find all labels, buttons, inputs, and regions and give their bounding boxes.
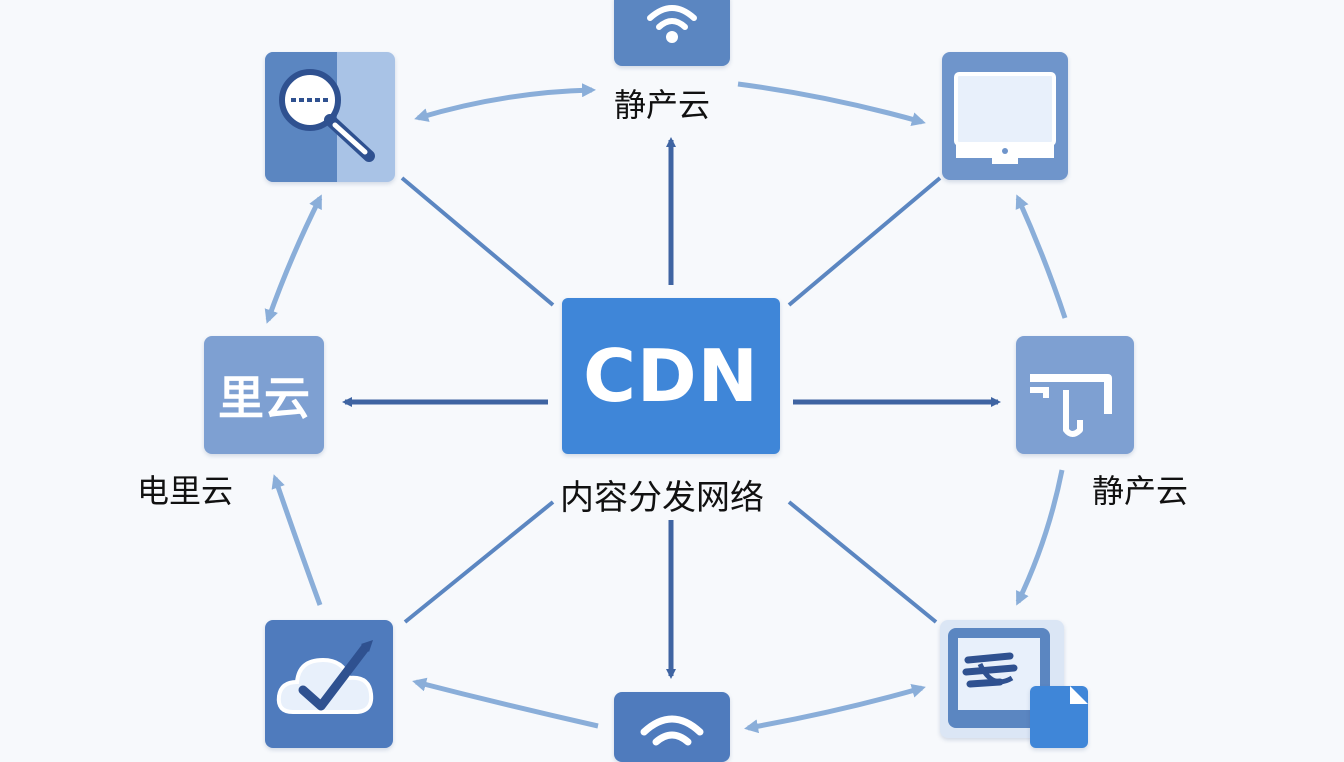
monitor-icon	[954, 72, 1056, 164]
left-node-text: 里云	[218, 371, 310, 425]
spoke-bottom-left	[403, 500, 555, 624]
ring-topright-right	[1015, 194, 1068, 319]
bottom-right-tablet-node	[940, 620, 1064, 738]
pipe-icon	[1030, 374, 1112, 437]
bottom-wifi-node	[614, 692, 730, 762]
top-left-search-node	[265, 52, 395, 182]
cloud-check-icon	[276, 640, 374, 714]
top-right-monitor-node	[942, 52, 1068, 180]
ring-top-topright	[737, 81, 926, 127]
bottom-left-cloud-node	[265, 620, 393, 748]
tablet-document-icon	[948, 628, 1050, 728]
search-document-icon	[265, 52, 375, 182]
ring-right-bottomright	[1015, 469, 1065, 606]
top-wifi-node	[614, 0, 730, 66]
document-icon	[1030, 686, 1088, 748]
wifi-icon	[647, 5, 697, 43]
ring-bottom-bottomleft	[412, 677, 599, 729]
right-node-label: 静产云	[1092, 472, 1189, 510]
wifi-icon	[640, 715, 704, 746]
right-pipe-node	[1016, 336, 1134, 454]
cdn-title: CDN	[583, 334, 759, 418]
top-node-label: 静产云	[614, 86, 711, 124]
cdn-center-node: CDN	[562, 298, 780, 454]
ring-left-topleft	[264, 194, 323, 324]
spoke-top-left	[400, 176, 555, 307]
ring-bottomright-bottom	[744, 684, 926, 734]
spoke-top-right	[787, 176, 942, 307]
left-node-label: 电里云	[137, 472, 234, 510]
ring-bottomleft-left	[271, 474, 323, 606]
spoke-bottom-right	[787, 500, 938, 624]
ring-topleft-top	[414, 83, 596, 122]
cdn-subtitle: 内容分发网络	[560, 478, 764, 518]
left-text-node: 里云	[204, 336, 324, 454]
